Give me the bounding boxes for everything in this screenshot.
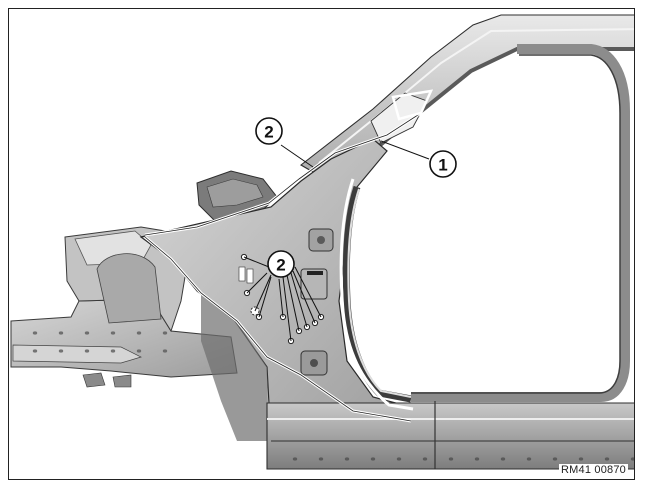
leader-line-2-center [254, 274, 272, 312]
panel-slot-a [238, 266, 246, 282]
leader-line-2-center [286, 274, 300, 332]
seam-markings [144, 89, 434, 423]
pillar-flange [342, 185, 412, 403]
callout-2-upper: 2 [255, 117, 283, 145]
reference-code: RM41 00870 [559, 464, 628, 476]
door-opening-edge [411, 54, 621, 394]
upper-bracket-bolt [317, 236, 325, 244]
wheel-arch [96, 253, 162, 324]
callout-2-upper-circle [255, 117, 283, 145]
leader-line-2-center [246, 272, 268, 294]
callout-2-center-label: 2 [276, 256, 285, 275]
door-opening-frame [411, 44, 630, 402]
seal-seam-a-pillar-rect [391, 89, 434, 121]
rail-holes [21, 323, 171, 363]
callout-1: 1 [429, 150, 457, 178]
leader-line-2-center [258, 276, 272, 318]
figure-frame: 1 2 2 RM41 00870 [8, 8, 635, 480]
cowl-bracket-face [206, 178, 264, 208]
leader-line-1 [380, 140, 430, 160]
callout-2-center: 2 [267, 250, 295, 278]
seal-seam-inner-flange [339, 178, 414, 411]
callout-2-upper-label: 2 [264, 123, 273, 142]
leader-lines [243, 140, 430, 342]
callout-1-label: 1 [438, 156, 447, 175]
panel-slot-c [307, 271, 323, 275]
leader-line-2-upper [280, 144, 314, 168]
a-pillar-diagram: 1 2 2 [10, 14, 634, 470]
seal-seam-lower-outline [144, 236, 412, 422]
panel-slot-b [246, 268, 254, 284]
door-frame [266, 44, 634, 470]
pillar-flange-light [347, 188, 412, 398]
leader-line-2-center [292, 270, 316, 324]
callout-2-center-circle [267, 250, 295, 278]
leader-line-2-center [243, 256, 270, 268]
seal-seam-pillar-outline [144, 112, 422, 236]
sill-holes [281, 445, 634, 467]
leader-line-2-center [282, 276, 292, 342]
front-structure [10, 170, 278, 388]
callout-1-circle [429, 150, 457, 178]
leader-line-2-center [290, 272, 308, 328]
lower-bracket-bolt [310, 359, 318, 367]
roof-rail-highlight [318, 28, 634, 164]
panel-shadow [201, 293, 269, 441]
front-small-brackets [82, 372, 132, 388]
leader-line-2-center [294, 266, 322, 318]
leader-line-2-center [278, 278, 284, 318]
